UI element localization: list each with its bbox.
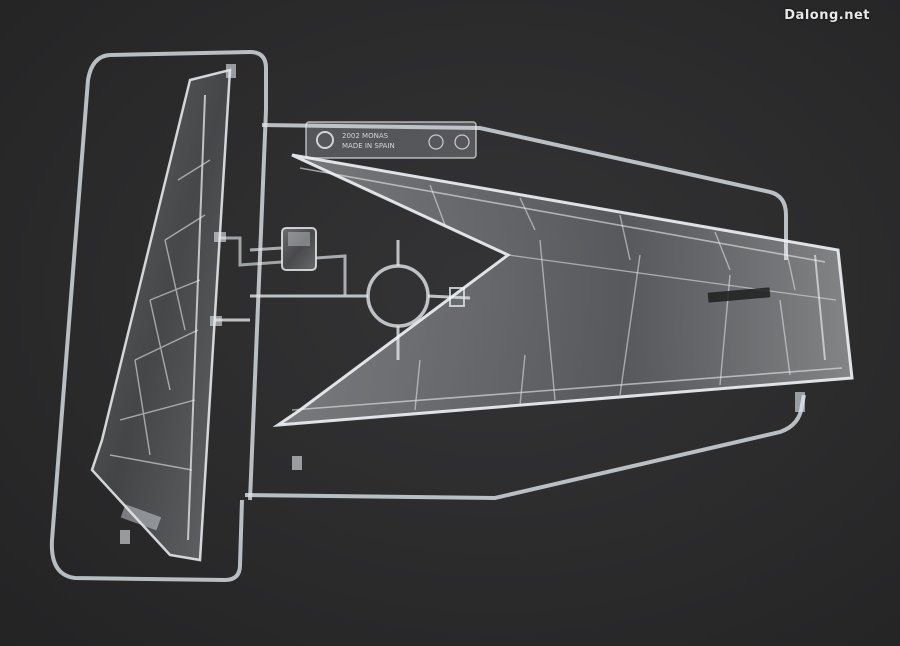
sprue-tab: 2002 MONAS MADE IN SPAIN	[305, 121, 477, 159]
sprue-frame	[49, 49, 806, 583]
vertical-fin-part	[90, 68, 232, 562]
wing-part	[272, 153, 854, 427]
canopy-part	[220, 227, 347, 295]
watermark-text: Dalong.net	[784, 8, 870, 23]
engraving-line-2: MADE IN SPAIN	[342, 142, 395, 150]
engraving-line-1: 2002 MONAS	[342, 132, 389, 140]
sprue-gates	[120, 64, 805, 544]
